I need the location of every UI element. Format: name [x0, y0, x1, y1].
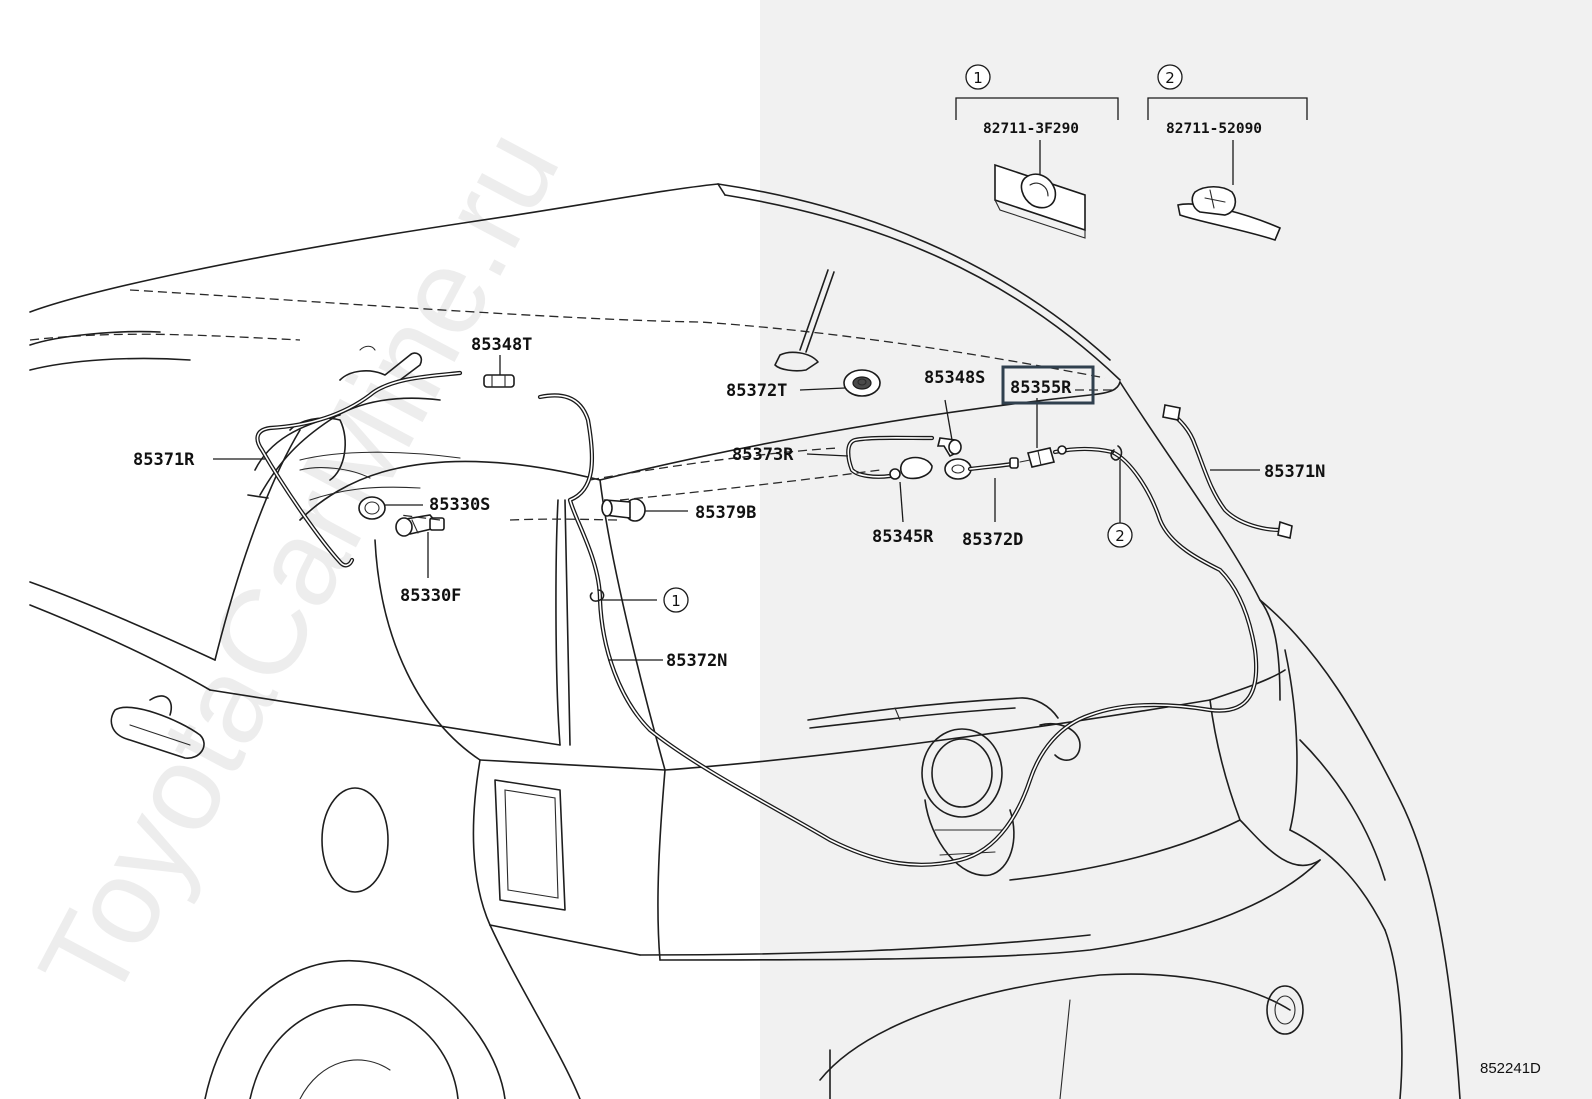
- label-85345R[interactable]: 85345R: [872, 527, 934, 547]
- label-85348S[interactable]: 85348S: [924, 368, 985, 388]
- clip-2-marker: [1110, 445, 1123, 461]
- label-85372T[interactable]: 85372T: [726, 381, 787, 401]
- label-85372N[interactable]: 85372N: [666, 651, 727, 671]
- left-panel-background: [0, 0, 760, 1099]
- variant-1-group: 1 82711-3F290: [955, 64, 1119, 239]
- hose-85373R: [846, 435, 935, 479]
- car-body-outline: [29, 183, 1461, 1099]
- variant-1-circle: [965, 64, 991, 90]
- pump-85330F: [395, 514, 445, 537]
- highlight-box: [1001, 365, 1095, 405]
- clip-1-marker: [589, 589, 605, 602]
- label-85372D[interactable]: 85372D: [962, 530, 1023, 550]
- callout-2-text: 2: [1115, 527, 1125, 545]
- label-85330S[interactable]: 85330S: [429, 495, 490, 515]
- hose-85372D: [944, 457, 1019, 480]
- hose-85371R: [255, 370, 463, 568]
- label-85373R[interactable]: 85373R: [732, 445, 794, 465]
- label-85330F[interactable]: 85330F: [400, 586, 461, 606]
- label-85355R[interactable]: 85355R: [1010, 378, 1072, 398]
- label-85371N[interactable]: 85371N: [1264, 462, 1325, 482]
- callout-1-text: 1: [671, 592, 681, 610]
- nozzle-85345R: [889, 456, 933, 480]
- grommet-85372T: [843, 369, 881, 397]
- joint-85348T: [483, 374, 515, 388]
- right-panel-background: [760, 0, 1592, 1099]
- elbow-85348S: [936, 437, 962, 458]
- check-valve-85355R: [1019, 445, 1115, 468]
- variant-2-group: 2 82711-52090: [1147, 64, 1308, 241]
- routing-dashed-lines: [399, 389, 1115, 521]
- hose-85372N: [537, 393, 1259, 867]
- variant-1-part-number: 82711-3F290: [983, 121, 1079, 137]
- leader-lines: [213, 355, 1260, 661]
- label-85348T[interactable]: 85348T: [471, 335, 532, 355]
- callout-2: 2: [1107, 522, 1133, 548]
- variant-1-number: 1: [973, 69, 983, 87]
- label-85379B[interactable]: 85379B: [695, 503, 756, 523]
- clip-part-82711-3F290: [994, 163, 1086, 239]
- variant-2-part-number: 82711-52090: [1166, 121, 1262, 137]
- variant-2-bracket: [1147, 97, 1308, 120]
- diagram-code: 852241D: [1480, 1060, 1541, 1077]
- antenna-mount: [774, 269, 835, 372]
- label-85371R[interactable]: 85371R: [133, 450, 195, 470]
- grommet-85330S: [358, 496, 386, 520]
- plug-85379B: [601, 498, 646, 522]
- variant-2-circle: [1157, 64, 1183, 90]
- variant-1-bracket: [955, 97, 1119, 120]
- hose-85371N: [1162, 404, 1293, 539]
- callout-1: 1: [663, 587, 689, 613]
- variant-2-number: 2: [1165, 69, 1175, 87]
- clip-part-82711-52090: [1177, 185, 1282, 241]
